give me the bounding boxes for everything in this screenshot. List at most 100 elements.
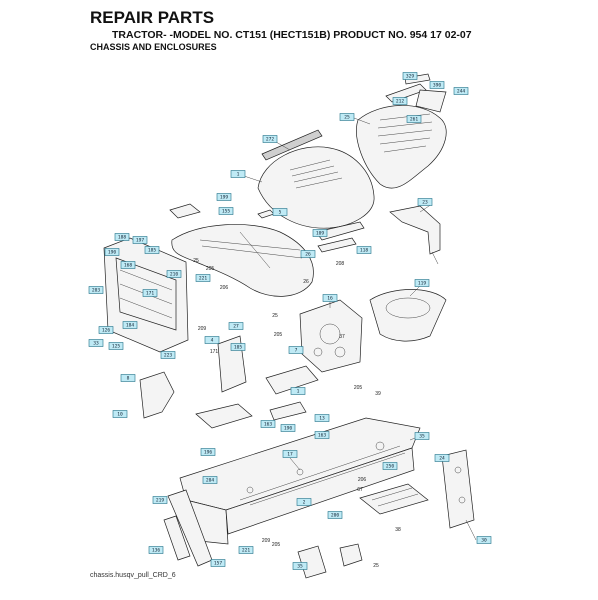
svg-text:157: 157 <box>214 561 223 567</box>
file-id-footer: chassis.husqv_pull_CRD_6 <box>90 572 176 579</box>
part-callout-23: 23 <box>417 198 433 206</box>
part-callout-5: 5 <box>272 208 288 216</box>
rear-plate-part <box>441 449 475 529</box>
dash-panel-part <box>299 299 363 373</box>
part-callout-250: 250 <box>382 462 398 470</box>
hood-part <box>257 129 375 229</box>
part-callout-221: 221 <box>238 546 254 554</box>
svg-text:185: 185 <box>148 248 157 254</box>
svg-text:109: 109 <box>316 231 325 237</box>
part-callout-25: 25 <box>339 113 355 121</box>
svg-text:119: 119 <box>418 281 427 287</box>
svg-text:261: 261 <box>410 117 419 123</box>
svg-text:221: 221 <box>199 276 208 282</box>
svg-text:7: 7 <box>295 348 298 354</box>
footrest-part <box>359 483 429 515</box>
part-number-label: 25 <box>193 258 199 264</box>
part-number-label: 209 <box>262 538 271 544</box>
part-callout-190: 190 <box>104 248 120 256</box>
model-subtitle: TRACTOR- -MODEL NO. CT151 (HECT151B) PRO… <box>112 29 472 41</box>
fender-part <box>171 221 365 297</box>
svg-text:212: 212 <box>396 99 405 105</box>
svg-text:35: 35 <box>297 564 303 570</box>
part-callout-188: 188 <box>114 233 130 241</box>
part-callout-155: 155 <box>218 207 234 215</box>
part-callout-223: 223 <box>160 351 176 359</box>
part-callout-190: 190 <box>280 424 296 432</box>
svg-text:33: 33 <box>93 341 99 347</box>
svg-text:244: 244 <box>457 89 466 95</box>
part-number-label: 206 <box>220 285 229 291</box>
svg-text:25: 25 <box>344 115 350 121</box>
svg-text:272: 272 <box>266 137 275 143</box>
svg-text:136: 136 <box>152 548 161 554</box>
svg-text:4: 4 <box>211 338 214 344</box>
dash-plate-part <box>169 203 275 219</box>
svg-text:16: 16 <box>327 296 333 302</box>
svg-text:190: 190 <box>284 426 293 432</box>
part-number-label: 171 <box>210 349 219 355</box>
svg-text:221: 221 <box>242 548 251 554</box>
part-callout-184: 184 <box>122 321 138 329</box>
part-callout-119: 119 <box>414 279 430 287</box>
svg-text:30: 30 <box>481 538 487 544</box>
plain-label-layer: 2526205206208209253717120520520639382567… <box>193 258 401 569</box>
part-callout-272: 272 <box>262 135 278 143</box>
svg-text:24: 24 <box>439 456 445 462</box>
part-callout-13: 13 <box>314 414 330 422</box>
svg-text:390: 390 <box>433 83 442 89</box>
part-callout-203: 203 <box>88 286 104 294</box>
svg-text:118: 118 <box>360 248 369 254</box>
svg-text:163: 163 <box>318 433 327 439</box>
part-callout-125: 125 <box>108 342 124 350</box>
svg-text:250: 250 <box>386 464 395 470</box>
svg-text:223: 223 <box>164 353 173 359</box>
part-callout-390: 390 <box>429 81 445 89</box>
part-number-label: 205 <box>354 385 363 391</box>
part-callout-35: 35 <box>292 562 308 570</box>
part-callout-244: 244 <box>453 87 469 95</box>
hood-bracket-part <box>389 205 441 255</box>
part-callout-16: 16 <box>322 294 338 302</box>
svg-text:200: 200 <box>331 513 340 519</box>
part-number-label: 25 <box>373 563 379 569</box>
part-number-label: 206 <box>358 477 367 483</box>
svg-text:8: 8 <box>127 376 130 382</box>
part-callout-212: 212 <box>392 97 408 105</box>
page-title: REPAIR PARTS <box>90 8 215 27</box>
part-callout-185: 185 <box>144 246 160 254</box>
part-callout-1: 1 <box>290 387 306 395</box>
part-number-label: 25 <box>272 313 278 319</box>
grille-part <box>356 73 447 189</box>
part-callout-204: 204 <box>202 476 218 484</box>
part-callout-200: 200 <box>327 511 343 519</box>
part-callout-24: 24 <box>434 454 450 462</box>
part-number-label: 26 <box>303 279 309 285</box>
part-callout-4: 4 <box>204 336 220 344</box>
svg-text:196: 196 <box>204 450 213 456</box>
part-callout-261: 261 <box>406 115 422 123</box>
part-number-label: 39 <box>375 391 381 397</box>
part-callout-157: 157 <box>210 559 226 567</box>
part-callout-126: 126 <box>98 326 114 334</box>
svg-text:26: 26 <box>305 252 311 258</box>
part-callout-168: 168 <box>120 261 136 269</box>
svg-text:10: 10 <box>117 412 123 418</box>
part-callout-221: 221 <box>195 274 211 282</box>
svg-text:27: 27 <box>233 324 239 330</box>
part-callout-171: 171 <box>142 289 158 297</box>
svg-text:197: 197 <box>136 238 145 244</box>
part-callout-197: 197 <box>132 236 148 244</box>
svg-text:1: 1 <box>297 389 300 395</box>
part-number-label: 205 <box>272 542 281 548</box>
svg-text:1: 1 <box>237 172 240 178</box>
axle-bracket-part <box>297 543 363 579</box>
svg-text:105: 105 <box>234 345 243 351</box>
svg-text:203: 203 <box>92 288 101 294</box>
part-callout-163: 163 <box>314 431 330 439</box>
chassis-frame-part <box>179 417 421 545</box>
part-callout-219: 219 <box>152 496 168 504</box>
part-callout-2: 2 <box>296 498 312 506</box>
svg-text:5: 5 <box>279 210 282 216</box>
part-callout-7: 7 <box>288 346 304 354</box>
